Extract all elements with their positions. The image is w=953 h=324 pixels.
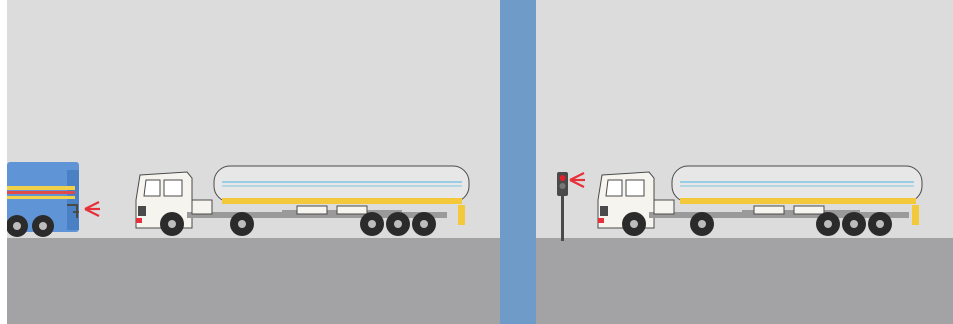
traffic-signal-icon — [557, 172, 568, 241]
road-surface — [7, 238, 500, 324]
right-panel — [536, 0, 953, 324]
bus-rear-icon — [7, 162, 79, 237]
left-scene-graphics — [7, 162, 470, 237]
radiating-alert-icon — [569, 172, 585, 188]
tanker-truck-icon — [135, 165, 470, 236]
road-surface — [536, 238, 953, 324]
left-panel — [7, 0, 500, 324]
radiating-alert-icon — [84, 201, 100, 217]
panel-divider — [500, 0, 536, 324]
right-scene-graphics — [557, 165, 923, 241]
tanker-truck-icon — [597, 165, 923, 236]
